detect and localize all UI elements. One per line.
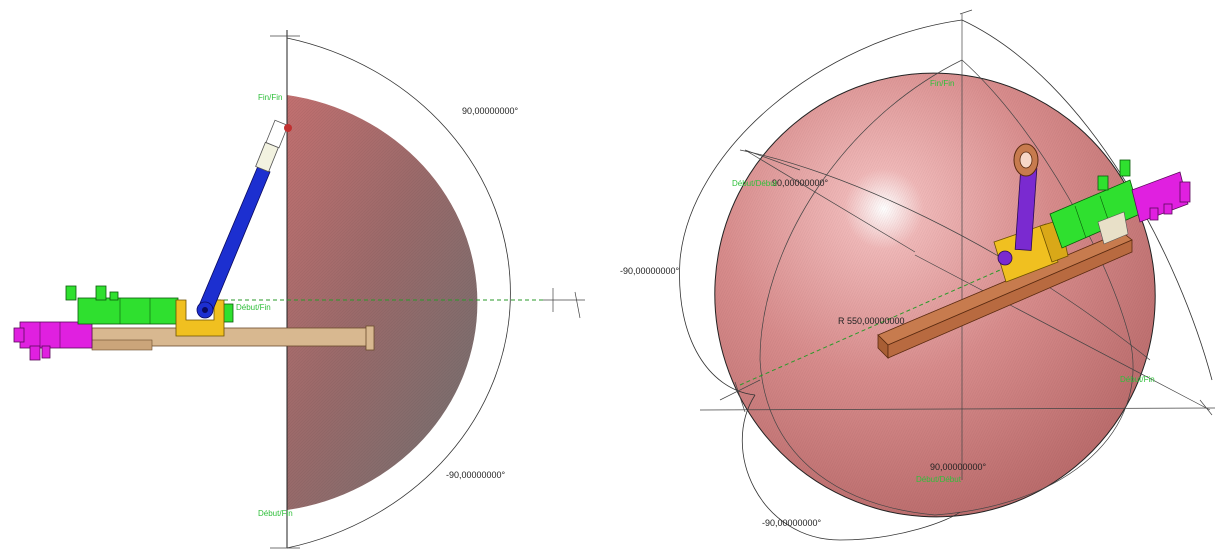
left-label-bottom: Début/Fin xyxy=(258,509,293,518)
left-magenta-motor xyxy=(13,321,93,361)
left-dimension-arc xyxy=(286,37,511,549)
right-radius-label: R 550,00000000 xyxy=(838,316,905,326)
left-blue-link xyxy=(196,119,292,319)
right-angle-bottom-left: -90,00000000° xyxy=(762,518,822,528)
right-meridian-2 xyxy=(934,59,1134,516)
left-angle-bottom: -90,00000000° xyxy=(446,470,506,480)
right-label-right: Début/Fin xyxy=(1120,375,1155,384)
right-label-top: Fin/Fin xyxy=(930,79,954,88)
right-yellow-bracket xyxy=(993,219,1069,283)
left-view: Fin/Fin Début/Fin Début/Fin 90,00000000°… xyxy=(13,30,585,549)
right-meridian-1 xyxy=(759,59,963,516)
right-view: -90,00000000° 90,00000000° R 550,0000000… xyxy=(620,9,1216,541)
left-label-middle: Début/Fin xyxy=(236,303,271,312)
right-label-left: Début/Début xyxy=(732,179,778,188)
right-angle-left: -90,00000000° xyxy=(620,266,680,276)
right-dashed-axis xyxy=(739,269,1001,386)
left-green-motor xyxy=(65,285,234,325)
right-angle-bottom-center: 90,00000000° xyxy=(930,462,987,472)
right-outer-arc-left xyxy=(679,19,963,396)
left-label-top: Fin/Fin xyxy=(258,93,282,102)
right-purple-link xyxy=(1013,143,1039,251)
right-outer-arc-bottom xyxy=(741,394,961,541)
right-magenta-motor xyxy=(1131,171,1191,223)
right-outer-arc-right xyxy=(961,19,1213,381)
right-label-bottom: Début/Début xyxy=(916,475,962,484)
left-angle-top: 90,00000000° xyxy=(462,106,519,116)
right-angle-center-top: 90,00000000° xyxy=(772,178,829,188)
